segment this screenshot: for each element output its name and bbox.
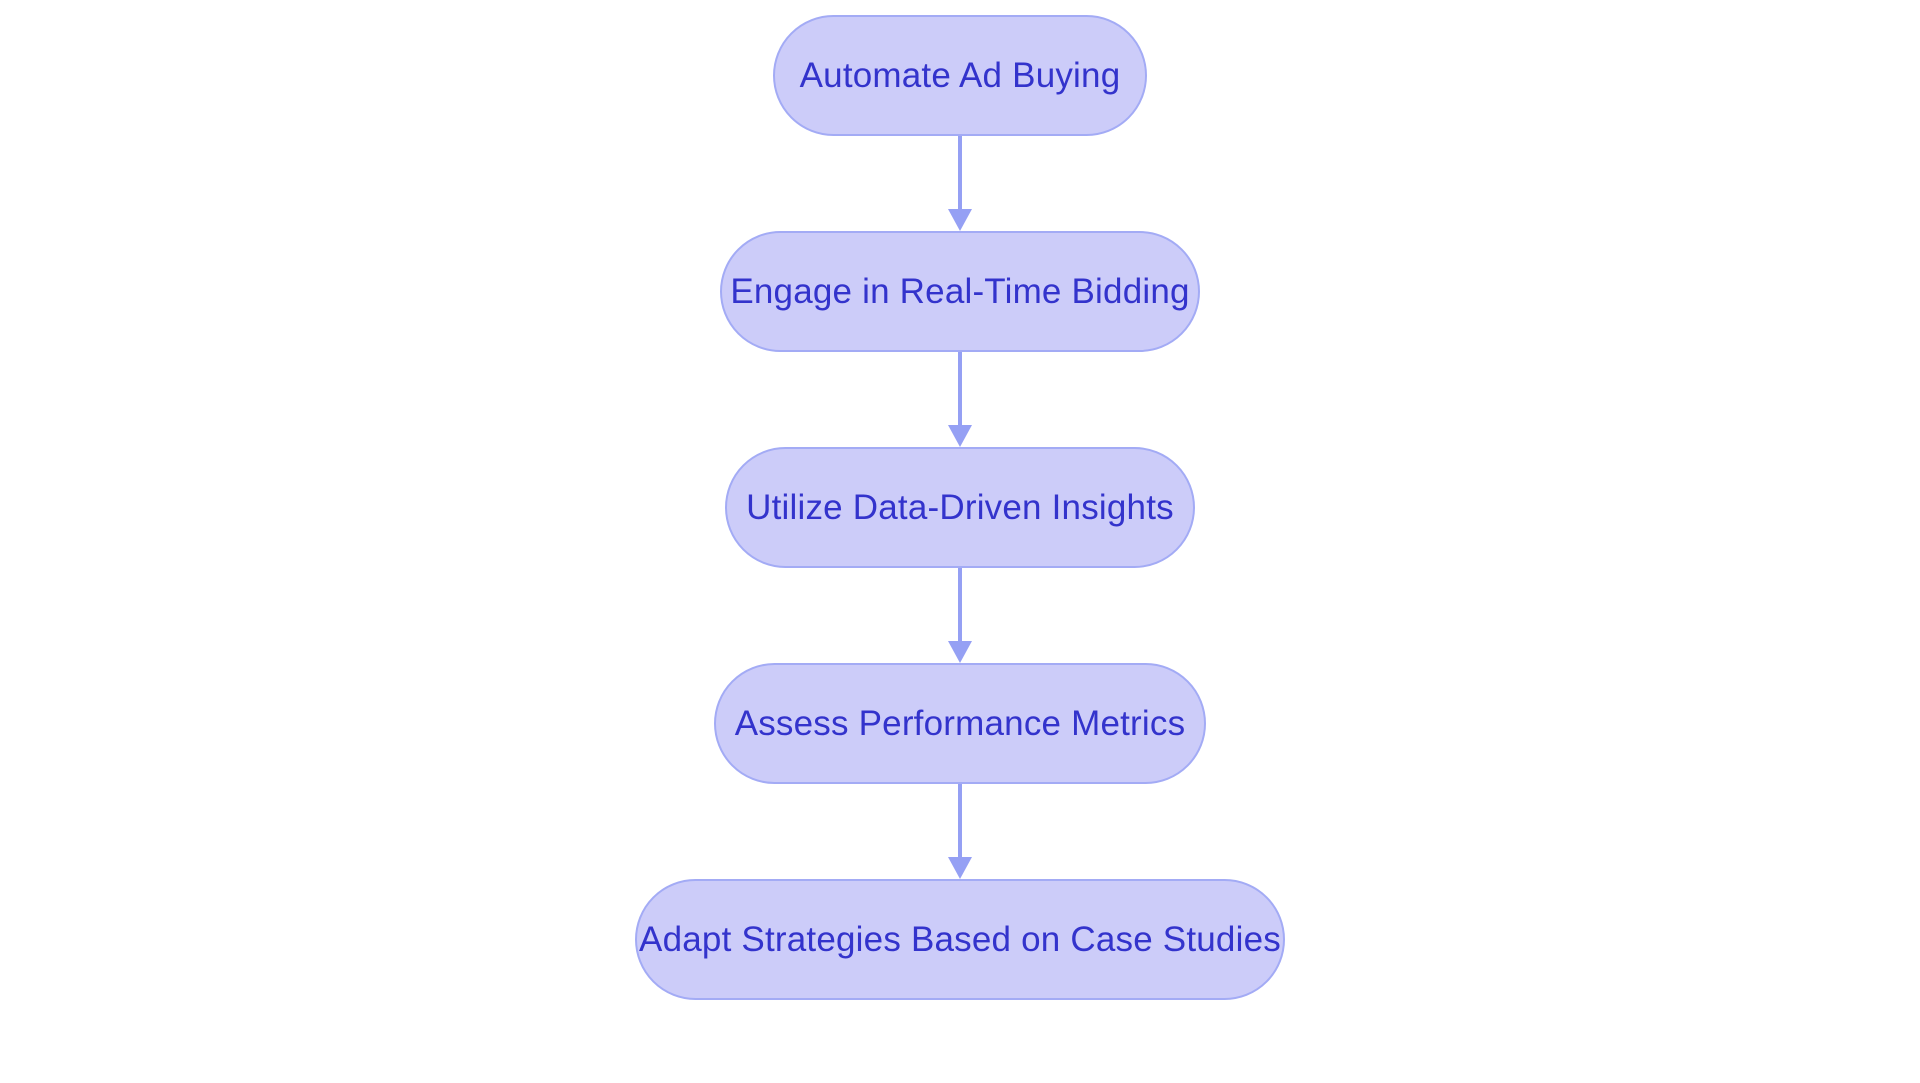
flow-node-assess-performance-metrics[interactable]: Assess Performance Metrics	[714, 663, 1206, 784]
flow-node-label: Automate Ad Buying	[799, 56, 1121, 95]
connector-line	[958, 136, 962, 209]
flow-node-adapt-strategies-based-on-case-studies[interactable]: Adapt Strategies Based on Case Studies	[635, 879, 1285, 1000]
flow-node-label: Utilize Data-Driven Insights	[746, 488, 1174, 527]
flow-node-label: Assess Performance Metrics	[734, 704, 1186, 743]
flow-node-utilize-data-driven-insights[interactable]: Utilize Data-Driven Insights	[725, 447, 1195, 568]
top-spacer	[960, 0, 961, 15]
flow-connector-1	[948, 136, 972, 231]
connector-line	[958, 568, 962, 641]
connector-line	[958, 352, 962, 425]
arrow-down-icon	[948, 425, 972, 447]
flow-connector-2	[948, 352, 972, 447]
arrow-down-icon	[948, 857, 972, 879]
arrow-down-icon	[948, 209, 972, 231]
flow-connector-4	[948, 784, 972, 879]
connector-line	[958, 784, 962, 857]
flow-node-automate-ad-buying[interactable]: Automate Ad Buying	[773, 15, 1147, 136]
flow-node-engage-in-real-time-bidding[interactable]: Engage in Real-Time Bidding	[720, 231, 1200, 352]
arrow-down-icon	[948, 641, 972, 663]
flow-connector-3	[948, 568, 972, 663]
flow-node-label: Engage in Real-Time Bidding	[730, 272, 1190, 311]
flow-node-label: Adapt Strategies Based on Case Studies	[639, 920, 1281, 959]
